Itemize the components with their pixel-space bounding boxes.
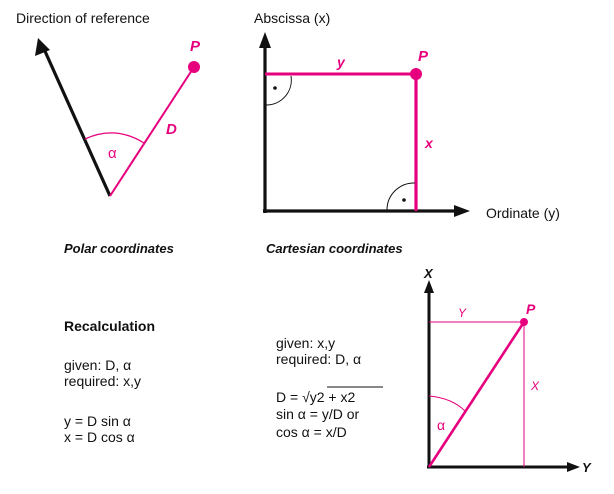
polar-point-label: P xyxy=(190,38,201,55)
combined-y-label: Y xyxy=(458,306,467,320)
combined-x-label: X xyxy=(530,379,540,393)
equation-d-prefix: D = √ xyxy=(276,389,310,405)
recalculation-polar-to-cartesian: Recalculation given: D, α required: x,y … xyxy=(64,318,155,445)
recalculation-cartesian-to-polar: given: x,y required: D, α D = √y2 + x2 s… xyxy=(276,335,383,440)
right-angle-marker-top xyxy=(265,75,292,106)
cartesian-caption: Cartesian coordinates xyxy=(266,241,403,256)
cartesian-point-p xyxy=(410,68,422,80)
equation-d-radicand: y2 + x2 xyxy=(310,389,356,405)
combined-point-label: P xyxy=(526,301,536,317)
polar-caption: Polar coordinates xyxy=(64,241,174,256)
ordinate-arrowhead xyxy=(454,205,470,217)
cartesian-y-label: y xyxy=(336,54,346,70)
combined-x-axis-label: X xyxy=(423,266,434,281)
combined-angle-arc xyxy=(428,395,466,412)
combined-x-arrowhead xyxy=(424,280,434,293)
polar-point-p xyxy=(188,61,200,73)
equation-cos: cos α = x/D xyxy=(276,424,347,440)
polar-distance-line xyxy=(109,66,195,197)
equation-x: x = D cos α xyxy=(64,429,135,445)
polar-distance-label: D xyxy=(166,121,177,138)
polar-angle-label: α xyxy=(108,145,117,162)
reference-arrowhead xyxy=(35,38,50,56)
right-angle-marker-bottom xyxy=(386,182,416,211)
combined-point-p xyxy=(520,318,528,326)
combined-y-arrowhead xyxy=(567,462,580,472)
recalculation-heading: Recalculation xyxy=(64,318,155,334)
equation-d: D = √y2 + x2 xyxy=(276,389,355,405)
right-angle-dot-bottom xyxy=(402,198,406,202)
cartesian-diagram: Abscissa (x) Ordinate (y) P y x Cartesia… xyxy=(254,10,560,256)
required-polar-text: required: D, α xyxy=(276,351,361,367)
given-cartesian-text: given: x,y xyxy=(276,335,335,351)
cartesian-x-label: x xyxy=(424,135,434,151)
ordinate-label: Ordinate (y) xyxy=(486,205,560,221)
cartesian-point-label: P xyxy=(418,48,429,65)
given-polar-text: given: D, α xyxy=(64,357,131,373)
reference-direction-label: Direction of reference xyxy=(16,10,150,26)
required-cartesian-text: required: x,y xyxy=(64,373,141,389)
combined-y-axis-label: Y xyxy=(582,460,592,475)
reference-direction-line xyxy=(42,48,112,197)
abscissa-label: Abscissa (x) xyxy=(254,10,330,26)
abscissa-arrowhead xyxy=(259,32,271,48)
combined-diagram: X Y P Y X α xyxy=(423,266,592,475)
combined-angle-label: α xyxy=(437,417,445,433)
right-angle-dot-top xyxy=(273,86,277,90)
polar-angle-arc xyxy=(84,132,145,144)
combined-distance-line xyxy=(427,321,526,468)
polar-diagram: Direction of reference P D α Polar coord… xyxy=(16,10,201,256)
equation-y: y = D sin α xyxy=(64,413,131,429)
equation-sin: sin α = y/D or xyxy=(276,406,360,422)
